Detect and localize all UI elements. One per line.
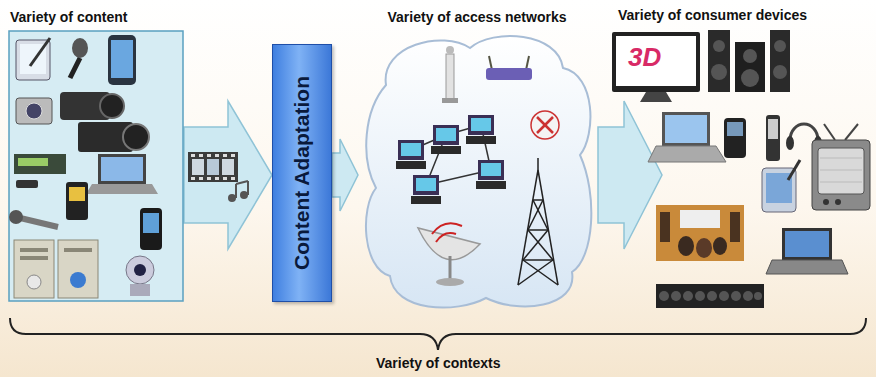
antenna-icon <box>442 46 458 103</box>
microphone-icon <box>70 38 88 78</box>
microphone-icon <box>9 210 58 227</box>
media-icon <box>188 152 248 202</box>
speaker-bar-icon <box>656 284 764 308</box>
webcam-icon <box>126 256 154 296</box>
adaptation-label: Content Adaptation <box>290 76 314 270</box>
flow-arrow <box>332 139 358 211</box>
tv-icon <box>812 124 870 210</box>
satellite-dish-icon <box>418 223 480 286</box>
tv-screen-text: 3D <box>628 42 661 72</box>
server-icon <box>14 240 98 298</box>
devices-heading: Variety of consumer devices <box>618 6 807 24</box>
laptop-icon <box>648 112 726 162</box>
network-cloud-node: Variety of access networks <box>358 8 596 313</box>
switch-icon <box>531 111 559 139</box>
set-top-box-icon <box>14 154 66 188</box>
pda-icon <box>66 182 88 220</box>
panel-heading: Variety of content <box>8 8 184 26</box>
phone-icon <box>724 115 780 161</box>
phone-icon <box>140 208 162 250</box>
pda-icon <box>762 160 800 212</box>
contexts-caption: Variety of contexts <box>376 354 501 372</box>
computer-network-icon <box>396 115 506 204</box>
adaptation-bar: Content Adaptation <box>272 44 332 302</box>
home-theater-icon <box>656 205 744 261</box>
router-icon <box>486 56 532 80</box>
tv-3d-icon <box>612 32 700 102</box>
smartphone-icon <box>108 35 136 85</box>
network-cloud <box>358 30 596 313</box>
laptop-icon <box>86 154 158 194</box>
cloud-heading: Variety of access networks <box>358 8 596 26</box>
flow-arrow <box>184 101 272 249</box>
delivery-arrow <box>598 101 662 249</box>
camcorder-icon <box>60 92 149 152</box>
speaker-icon <box>708 30 790 92</box>
context-brace <box>10 318 866 350</box>
content-panel-art <box>8 30 184 302</box>
netbook-icon <box>766 228 848 274</box>
tablet-icon <box>16 38 50 80</box>
camera-icon <box>16 98 52 124</box>
content-panel: Variety of content <box>8 8 184 302</box>
cell-tower-icon <box>518 158 558 285</box>
